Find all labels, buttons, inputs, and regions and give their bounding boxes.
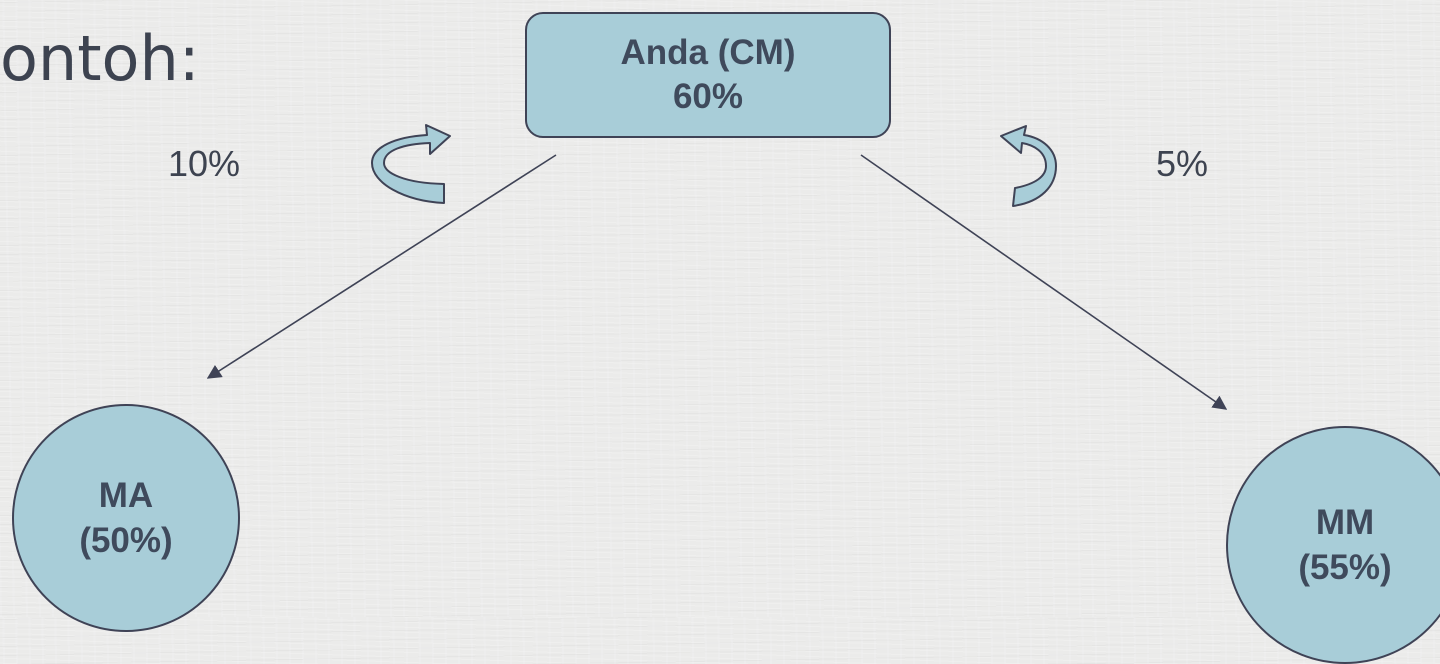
slide-heading: ontoh: xyxy=(0,22,200,95)
connectors xyxy=(206,124,1228,410)
diagram: ontoh: Anda (CM) 60% MA (50%) MM (55%) 1… xyxy=(0,12,1440,664)
node-anda-cm: Anda (CM) 60% xyxy=(525,12,891,138)
connector-line-to-ma xyxy=(206,154,557,379)
connector-line-to-mm xyxy=(860,154,1228,410)
node-ma-title: MA xyxy=(98,475,154,515)
node-mm: MM (55%) xyxy=(1226,426,1440,664)
curved-arrow-icon xyxy=(1000,125,1057,207)
node-ma: MA (50%) xyxy=(12,404,240,632)
node-ma-value: (50%) xyxy=(79,521,173,560)
node-mm-value: (55%) xyxy=(1298,548,1392,587)
curved-arrow-icon xyxy=(371,124,451,204)
node-mm-title: MM xyxy=(1315,502,1375,542)
edge-label-left: 10% xyxy=(168,143,241,184)
node-anda-cm-title: Anda (CM) xyxy=(620,33,796,73)
edge-label-right: 5% xyxy=(1156,143,1209,184)
node-anda-cm-value: 60% xyxy=(672,77,744,116)
